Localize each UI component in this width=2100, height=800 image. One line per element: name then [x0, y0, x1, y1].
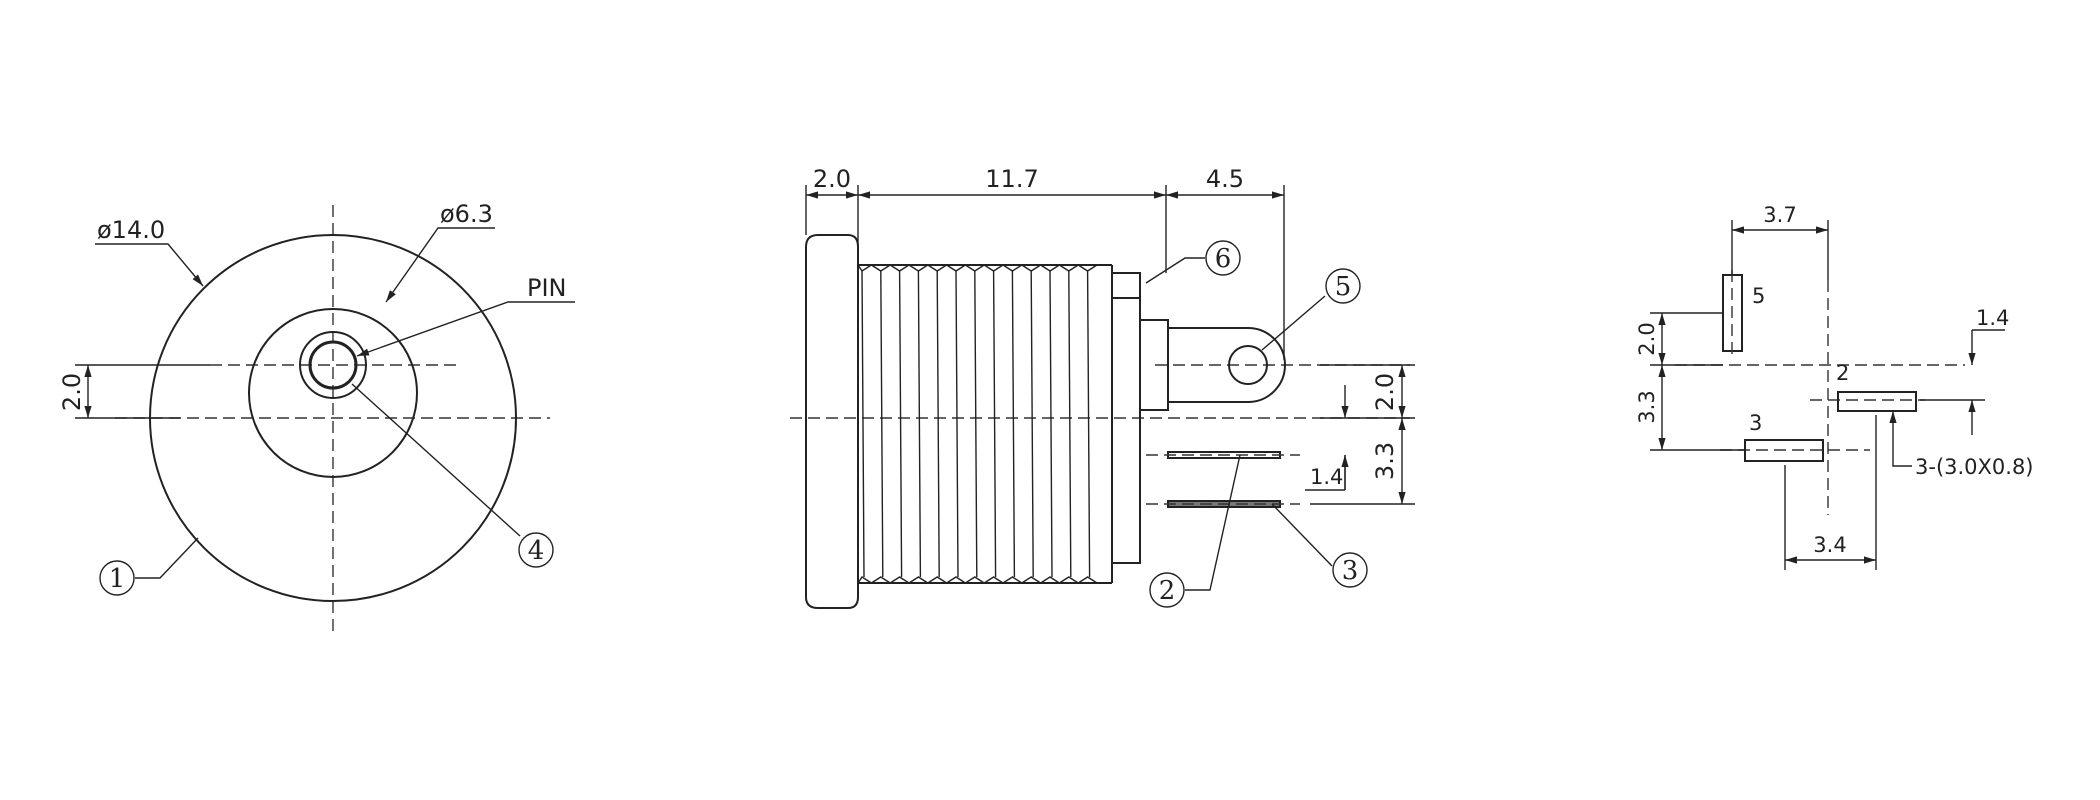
thread-line	[955, 270, 959, 578]
inner-bore-circle	[248, 308, 418, 478]
callout-2-number: 2	[1159, 576, 1176, 606]
callout-1-leader	[135, 537, 199, 579]
pcb-3-7-label: 3.7	[1763, 203, 1796, 227]
inner-diameter-label: ø6.3	[440, 200, 493, 228]
outer-diameter-label: ø14.0	[97, 216, 165, 244]
flange	[805, 234, 859, 609]
pcb-3-4-label: 3.4	[1813, 533, 1846, 557]
front-view: 2.0 ø14.0 ø6.3 PIN 4 1	[58, 200, 575, 635]
thread-line	[917, 270, 922, 578]
terminal-5-hole	[1228, 345, 1268, 385]
pcb-1-4-label: 1.4	[1976, 306, 2009, 330]
thread-line	[1086, 270, 1091, 578]
callout-1-number: 1	[109, 564, 126, 594]
pin-label: PIN	[527, 274, 567, 302]
thread-line	[1068, 270, 1072, 578]
side-offset-label: 2.0	[1371, 373, 1399, 411]
callout-4-circle	[518, 532, 554, 568]
pad-3-label: 3	[1749, 411, 1762, 435]
thread-line	[861, 270, 865, 578]
callout-3-number: 3	[1342, 556, 1359, 586]
thread-line	[1011, 270, 1016, 578]
callout-4-leader	[351, 383, 521, 537]
pin-circle	[308, 340, 358, 390]
pin-pitch-label: 1.4	[1310, 465, 1343, 489]
callout-5-number: 5	[1335, 272, 1352, 302]
pad-5-label: 5	[1752, 284, 1765, 308]
flange-width-label: 2.0	[813, 165, 851, 193]
pin-leader	[356, 301, 575, 357]
callout-4-number: 4	[528, 536, 545, 566]
callout-5-leader	[1261, 295, 1326, 351]
callout-2-leader	[1185, 454, 1241, 591]
callout-3-leader	[1271, 503, 1333, 567]
pin-socket-circle	[299, 331, 367, 399]
callout-6-number: 6	[1215, 244, 1232, 274]
thread-line	[974, 270, 978, 578]
thread-line	[936, 270, 940, 578]
callout-1-circle	[99, 560, 135, 596]
callout-5-circle	[1325, 268, 1361, 304]
center-boss	[1139, 319, 1169, 411]
callout-2-circle	[1149, 572, 1185, 608]
thread-line	[1049, 270, 1053, 578]
callout-3-circle	[1332, 552, 1368, 588]
rear-length-label: 4.5	[1206, 165, 1244, 193]
terminal-5-lug	[1168, 327, 1286, 403]
pad-size-label: 3-(3.0X0.8)	[1915, 455, 2034, 479]
thread-line	[992, 270, 997, 578]
threaded-body	[857, 264, 1113, 584]
pcb-layout: 5 2 3 3.7 2.0 3.3 1.4 3.4 3-(3.0X0.8	[1635, 203, 2034, 570]
pad-2	[1837, 391, 1917, 412]
front-offset-label: 2.0	[58, 373, 86, 411]
side-view: 2.0 11.7 4.5 2.0 3.3 1.4 6 5 2 3	[790, 165, 1415, 609]
thread-line	[898, 270, 903, 578]
thread-line	[880, 270, 884, 578]
thread-line	[1030, 270, 1034, 578]
side-3-3-label: 3.3	[1371, 442, 1399, 480]
outer-diameter-leader	[95, 243, 204, 287]
pcb-2-0-label: 2.0	[1635, 322, 1659, 355]
pcb-3-3-label: 3.3	[1635, 390, 1659, 423]
thread-length-label: 11.7	[985, 165, 1038, 193]
callout-6-leader	[1145, 257, 1205, 284]
inner-diameter-leader	[385, 227, 495, 303]
pad-2-label: 2	[1836, 361, 1849, 385]
rear-insulator	[1111, 272, 1141, 564]
callout-6-circle	[1205, 240, 1241, 276]
pad-size-leader	[1889, 411, 1912, 467]
